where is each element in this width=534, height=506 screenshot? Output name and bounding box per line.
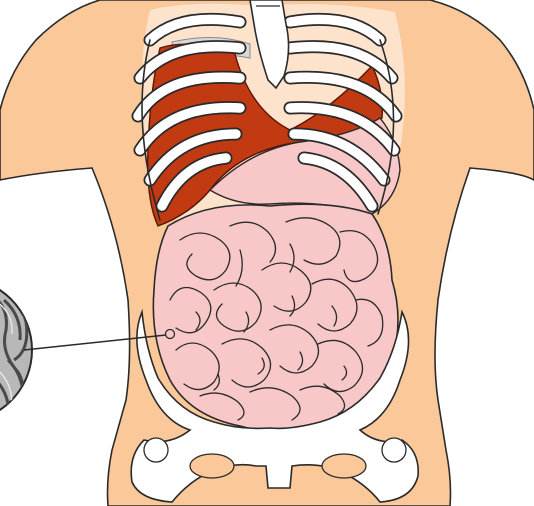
magnified-inset [0, 278, 32, 426]
obturator-left [190, 454, 234, 478]
obturator-right [322, 454, 366, 478]
hip-socket-right [382, 438, 406, 462]
hip-socket-left [144, 438, 168, 462]
small-intestine [153, 204, 398, 432]
